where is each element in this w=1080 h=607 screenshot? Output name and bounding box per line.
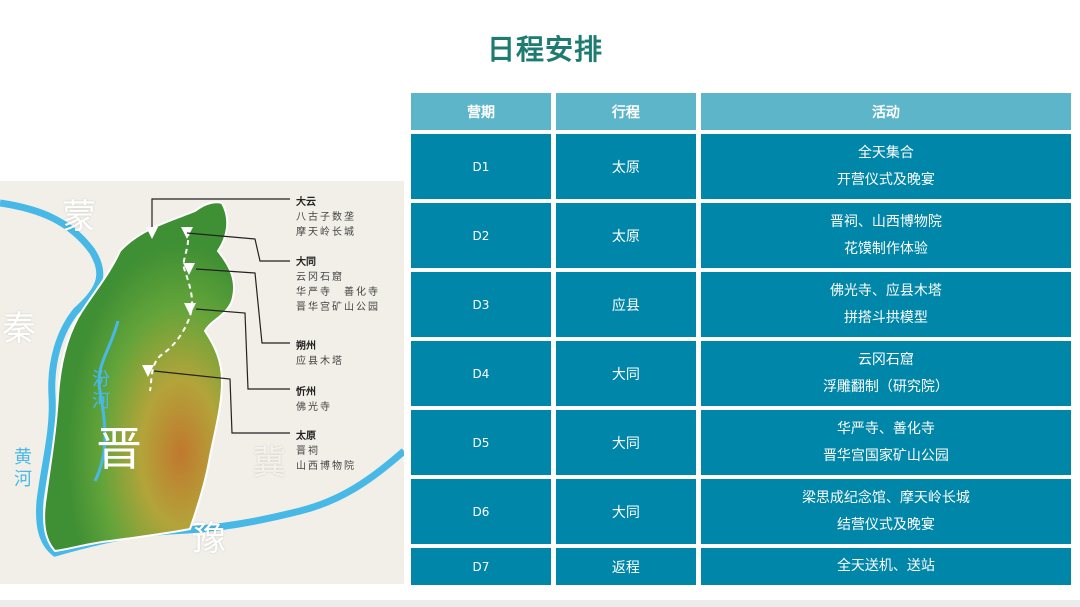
table-row: D4 大同 云冈石窟 浮雕翻制（研究院）: [411, 341, 1071, 406]
cell-day: D3: [411, 272, 551, 337]
table-row: D2 太原 晋祠、山西博物院 花馍制作体验: [411, 203, 1071, 268]
annotation-1: 大云 八古子数垄 摩天岭长城: [296, 197, 356, 238]
cell-day: D6: [411, 479, 551, 544]
cell-activities: 全天送机、送站: [700, 548, 1071, 585]
annotation-2: 大同 云冈石窟 华严寺 善化寺 晋华宫矿山公园: [296, 257, 380, 313]
activity-line: 华严寺、善化寺: [836, 420, 935, 437]
header-place: 行程: [555, 93, 696, 130]
cell-activities: 佛光寺、应县木塔 拼搭斗拱模型: [700, 272, 1071, 337]
cell-day: D2: [411, 203, 551, 268]
activity-line: 全天集合: [857, 144, 914, 161]
cell-place: 大同: [555, 479, 696, 544]
cell-place: 应县: [555, 272, 696, 337]
label-fen-river: 汾河: [92, 369, 110, 412]
activity-line: 佛光寺、应县木塔: [829, 282, 942, 299]
tour-route: [149, 230, 194, 392]
table-row: D5 大同 华严寺、善化寺 晋华宫国家矿山公园: [411, 410, 1071, 475]
table-row: D3 应县 佛光寺、应县木塔 拼搭斗拱模型: [411, 272, 1071, 337]
activity-line: 梁思成纪念馆、摩天岭长城: [801, 489, 970, 506]
cell-day: D5: [411, 410, 551, 475]
table-row: D1 太原 全天集合 开营仪式及晚宴: [411, 134, 1071, 199]
cell-place: 太原: [555, 203, 696, 268]
cell-activities: 全天集合 开营仪式及晚宴: [700, 134, 1071, 199]
shanxi-province: [43, 201, 236, 553]
fen-river: [93, 320, 120, 482]
cell-place: 大同: [555, 341, 696, 406]
page-title: 日程安排: [486, 33, 603, 66]
cell-day: D1: [411, 134, 551, 199]
annotation-4: 忻州 佛光寺: [296, 387, 332, 413]
activity-line: 浮雕翻制（研究院）: [822, 378, 949, 395]
activity-line: 晋华宫国家矿山公园: [822, 447, 949, 464]
activity-line: 拼搭斗拱模型: [843, 309, 928, 326]
cell-activities: 华严寺、善化寺 晋华宫国家矿山公园: [700, 410, 1071, 475]
annotation-5: 太原 晋祠 山西博物院: [296, 431, 356, 472]
cell-activities: 云冈石窟 浮雕翻制（研究院）: [700, 341, 1071, 406]
label-qin: 秦: [2, 309, 36, 349]
label-meng: 蒙: [62, 197, 96, 237]
bottom-divider: [0, 600, 1080, 607]
table-row: D6 大同 梁思成纪念馆、摩天岭长城 结营仪式及晚宴: [411, 479, 1071, 544]
cell-activities: 梁思成纪念馆、摩天岭长城 结营仪式及晚宴: [700, 479, 1071, 544]
activity-line: 结营仪式及晚宴: [836, 516, 935, 533]
cell-place: 大同: [555, 410, 696, 475]
table-header-row: 营期 行程 活动: [411, 93, 1071, 130]
label-yellow-river: 黄河: [14, 447, 32, 490]
activity-line: 开营仪式及晚宴: [836, 171, 935, 188]
activity-line: 晋祠、山西博物院: [829, 213, 942, 230]
cell-place: 太原: [555, 134, 696, 199]
shanxi-route-map: 蒙 秦 冀 豫 晋 汾河 黄河 大云 八古子数垄 摩天岭长城 大同 云冈石窟 华…: [0, 181, 404, 584]
annotation-3: 朔州 应县木塔: [296, 341, 344, 367]
label-jin: 晋: [96, 422, 142, 476]
header-day: 营期: [411, 93, 551, 130]
activity-line: 全天送机、送站: [836, 558, 935, 574]
cell-activities: 晋祠、山西博物院 花馍制作体验: [700, 203, 1071, 268]
schedule-table: 营期 行程 活动 D1 太原 全天集合 开营仪式及晚宴 D2 太原 晋祠、山西博…: [406, 89, 1076, 589]
activity-line: 云冈石窟: [857, 351, 914, 368]
table-row: D7 返程 全天送机、送站: [411, 548, 1071, 585]
yellow-river: [0, 199, 404, 557]
map-graphic: [0, 198, 404, 557]
cell-place: 返程: [555, 548, 696, 585]
cell-day: D7: [411, 548, 551, 585]
header-activities: 活动: [700, 93, 1071, 130]
label-ji: 冀: [252, 443, 286, 483]
cell-day: D4: [411, 341, 551, 406]
activity-line: 花馍制作体验: [843, 240, 928, 257]
label-yu: 豫: [192, 519, 226, 559]
